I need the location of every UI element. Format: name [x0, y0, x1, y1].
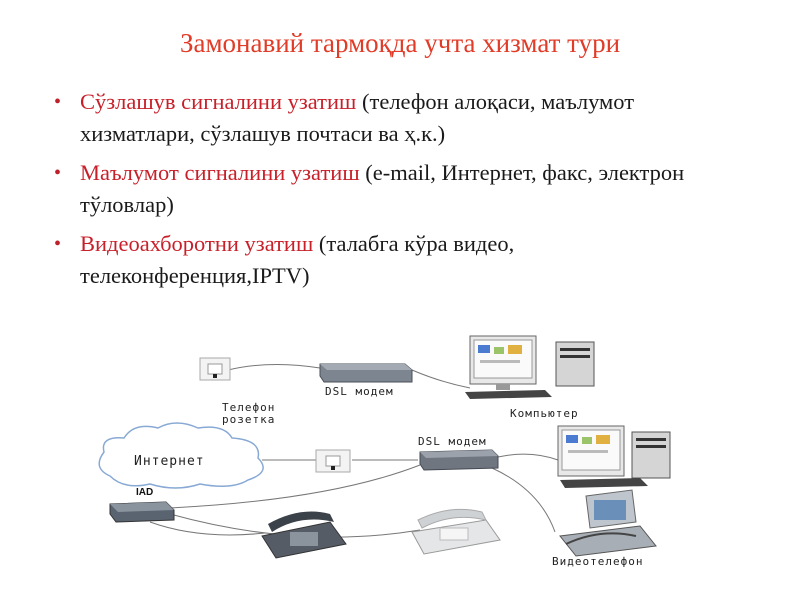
- dsl-modem-bottom-label: DSL модем: [418, 435, 487, 448]
- telephone-icon: [261, 511, 347, 559]
- phone-socket-icon-2: [315, 449, 351, 473]
- phone-socket-label-2: розетка: [222, 413, 275, 426]
- bullet-item-video: • Видеоахборотни узатиш (талабга кўра ви…: [48, 228, 748, 292]
- bullet-highlight: Маълумот сигналини узатиш: [80, 160, 360, 185]
- iad-label: IAD: [136, 487, 153, 498]
- videophone-label: Видеотелефон: [552, 555, 643, 568]
- dsl-modem-bottom-icon: [419, 449, 499, 471]
- dsl-modem-top-icon: [319, 363, 413, 383]
- network-diagram: Телефон розетка DSL модем Компьютер Инте…: [98, 335, 671, 568]
- internet-cloud-icon: [98, 422, 264, 489]
- bullet-item-data: • Маълумот сигналини узатиш (e-mail, Инт…: [48, 157, 748, 221]
- computer-icon: [465, 335, 595, 399]
- bullet-text: (талабга кўра видео, телеконференция,IPT…: [80, 231, 515, 288]
- bullet-text: (e-mail, Интернет, факс, электрон тўловл…: [80, 160, 685, 217]
- bullet-highlight: Видеоахборотни узатиш: [80, 231, 314, 256]
- computer-label: Компьютер: [510, 407, 579, 420]
- bullet-dot-icon: •: [54, 162, 62, 184]
- telephone-icon-2: [411, 508, 501, 555]
- bullet-item-voice: • Сўзлашув сигналини узатиш (телефон ало…: [48, 86, 748, 150]
- phone-socket-icon: [199, 357, 231, 381]
- computer-icon-2: [557, 425, 671, 488]
- bullet-list: • Сўзлашув сигналини узатиш (телефон ало…: [48, 86, 748, 299]
- internet-label: Интернет: [134, 454, 205, 469]
- dsl-modem-top-label: DSL модем: [325, 385, 394, 398]
- bullet-dot-icon: •: [54, 233, 62, 255]
- bullet-text: (телефон алоқаси, маълумот хизматлари, с…: [80, 89, 635, 146]
- bullet-dot-icon: •: [54, 91, 62, 113]
- phone-socket-label: Телефон: [222, 401, 275, 414]
- bullet-highlight: Сўзлашув сигналини узатиш: [80, 89, 357, 114]
- iad-device-icon: [109, 501, 175, 523]
- videophone-icon: [559, 489, 657, 557]
- slide-title: Замонавий тармоқда учта хизмат тури: [179, 28, 621, 58]
